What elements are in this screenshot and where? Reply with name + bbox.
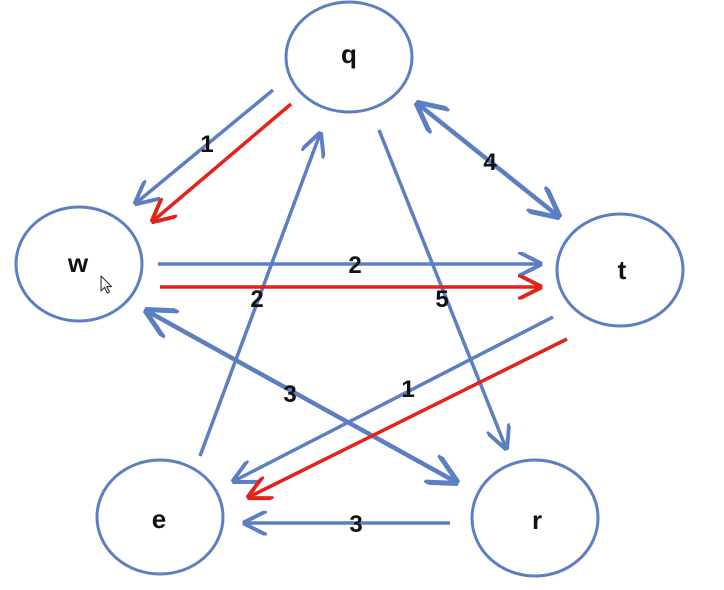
edge-q-r <box>377 129 506 448</box>
node-t: t <box>555 212 685 328</box>
node-w-circle <box>14 205 144 323</box>
edge-q-w <box>136 88 275 203</box>
node-e-circle <box>95 458 225 576</box>
highlight-edge-t-e <box>249 337 568 497</box>
edge-labels-layer: 1 4 2 5 2 3 1 3 <box>200 131 497 538</box>
node-w: w <box>14 205 144 323</box>
node-e-label: e <box>152 504 166 534</box>
mouse-pointer-icon <box>100 275 113 294</box>
node-q-label: q <box>341 39 357 69</box>
edge-weight-label: 1 <box>401 376 414 403</box>
edges-layer <box>136 88 558 523</box>
edge-weight-label: 2 <box>250 286 263 313</box>
highlighted-path-layer <box>153 102 568 497</box>
node-q: q <box>284 0 414 114</box>
node-t-circle <box>555 212 685 328</box>
edge-r-w <box>147 311 456 482</box>
edge-weight-label: 3 <box>283 381 296 408</box>
node-r-label: r <box>532 505 542 535</box>
node-q-circle <box>284 0 414 114</box>
node-r-circle <box>470 458 600 578</box>
nodes-layer: q w t e r <box>14 0 685 578</box>
highlight-edge-q-w <box>153 102 293 221</box>
node-t-label: t <box>618 255 627 285</box>
edge-q-t <box>418 104 558 216</box>
node-r: r <box>470 458 600 578</box>
edge-weight-label: 2 <box>348 252 361 279</box>
edge-weight-label: 4 <box>483 149 497 176</box>
edge-weight-label: 5 <box>435 286 448 313</box>
node-w-label: w <box>67 248 89 278</box>
node-e: e <box>95 458 225 576</box>
edge-weight-label: 3 <box>349 511 362 538</box>
edge-t-e <box>234 315 554 481</box>
edge-weight-label: 1 <box>200 131 213 158</box>
